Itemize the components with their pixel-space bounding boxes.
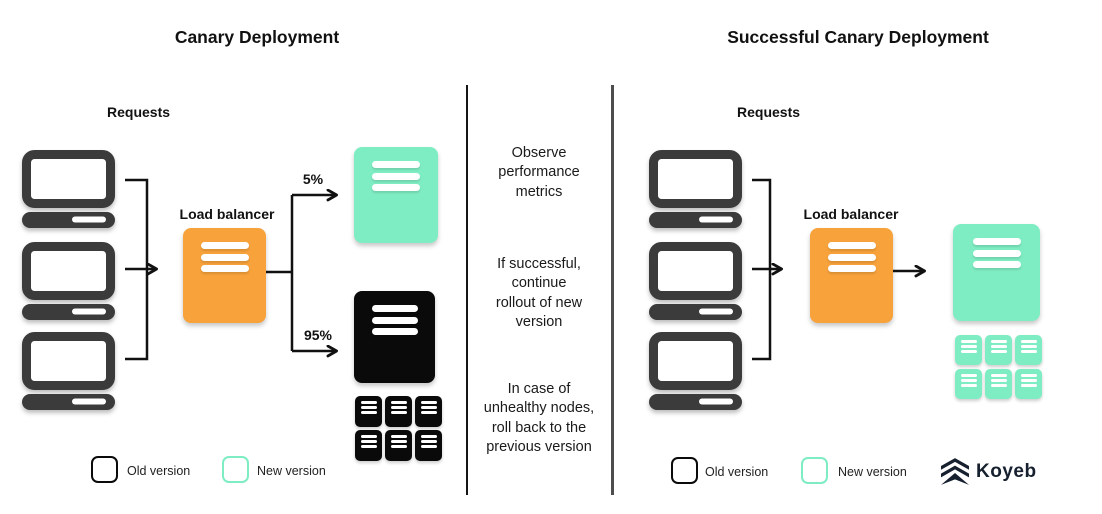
right-requests-label: Requests	[737, 104, 801, 120]
old-version-swatch	[671, 457, 698, 484]
laptop-icon	[649, 332, 742, 410]
note-continue-rollout: If successful, continue rollout of new v…	[495, 256, 583, 330]
server-lines-icon	[953, 224, 1040, 268]
laptop-icon	[649, 150, 742, 228]
mini-server-icon	[985, 369, 1012, 399]
mini-server-icon	[415, 430, 442, 461]
note-observe-metrics: Observe performance metrics	[498, 145, 580, 200]
mini-server-icon	[1015, 369, 1042, 399]
right-panel-title: Successful Canary Deployment	[727, 27, 989, 47]
laptop-icon	[22, 150, 115, 228]
brand-name: Koyeb	[976, 460, 1037, 482]
brand-logo: Koyeb	[941, 458, 1037, 485]
old-version-legend-label: Old version	[127, 464, 191, 478]
laptop-icon	[22, 332, 115, 410]
left-panel-title: Canary Deployment	[174, 27, 340, 47]
left-requests-label: Requests	[107, 104, 171, 120]
new-version-legend-label: New version	[838, 465, 907, 479]
mini-server-icon	[355, 396, 382, 427]
mini-server-icon	[355, 430, 382, 461]
server-lines-icon	[810, 228, 893, 272]
left-old-version-cluster	[355, 396, 442, 461]
right-new-version-cluster	[955, 335, 1042, 399]
mini-server-icon	[955, 335, 982, 365]
right-requests-bracket	[752, 178, 772, 361]
old-version-swatch	[91, 456, 118, 483]
mini-server-icon	[985, 335, 1012, 365]
left-new-version-node	[354, 147, 438, 243]
stable-percent-label: 95%	[303, 327, 333, 343]
left-requests-bracket	[125, 178, 149, 361]
left-load-balancer-node	[183, 228, 266, 323]
right-load-balancer-node	[810, 228, 893, 323]
koyeb-icon	[941, 458, 969, 485]
mini-server-icon	[955, 369, 982, 399]
divider-line-left	[465, 85, 468, 495]
server-lines-icon	[183, 228, 266, 272]
laptop-icon	[22, 242, 115, 320]
old-version-legend-label: Old version	[705, 465, 769, 479]
right-load-balancer-label: Load balancer	[803, 206, 899, 222]
canary-percent-label: 5%	[302, 171, 324, 187]
right-new-version-node	[953, 224, 1040, 321]
server-lines-icon	[354, 147, 438, 191]
mini-server-icon	[1015, 335, 1042, 365]
divider-line-right	[611, 85, 614, 495]
new-version-swatch	[222, 456, 249, 483]
server-lines-icon	[354, 291, 435, 335]
new-version-legend-label: New version	[257, 464, 326, 478]
left-old-version-node	[354, 291, 435, 383]
mini-server-icon	[385, 396, 412, 427]
new-version-swatch	[801, 457, 828, 484]
mini-server-icon	[385, 430, 412, 461]
mini-server-icon	[415, 396, 442, 427]
note-rollback: In case of unhealthy nodes, roll back to…	[483, 381, 595, 455]
laptop-icon	[649, 242, 742, 320]
left-load-balancer-label: Load balancer	[179, 206, 275, 222]
